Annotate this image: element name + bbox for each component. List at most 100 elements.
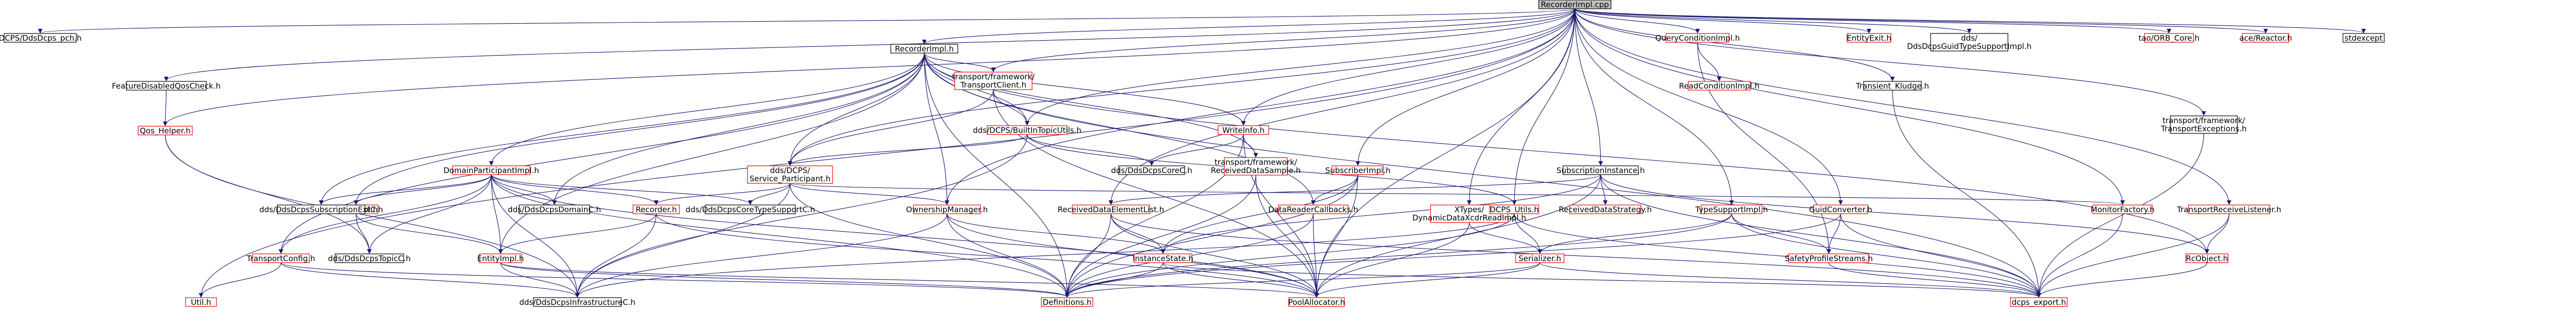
node-box [1666,33,1730,43]
node-receiveddata_strategy[interactable]: ReceivedDataStrategy.h [1559,204,1652,214]
edge-subscriberimpl-to-instancestate [1160,174,1358,254]
node-box [479,253,522,263]
node-rcobject[interactable]: RcObject.h [2185,253,2229,263]
node-box [185,297,217,307]
node-instancestate[interactable]: InstanceState.h [1133,253,1193,263]
node-dcps_utils[interactable]: DCPS_Utils.h [1489,204,1539,215]
edge-receiveddata_sample-to-definitions [1065,175,1256,298]
edge-qos_helper-to-ddsdcps_infrastructure [164,134,580,298]
edge-ownershipmanager-to-ddsdcps_infrastructure [575,213,948,298]
node-label: dds/DdsDcpsSubscriptionExtC.h [259,205,383,214]
node-ownershipmanager[interactable]: OwnershipManager.h [906,204,988,214]
edge-dcps_service_participant-to-ddsdcps_core_typesupport [748,183,791,205]
node-box [1224,157,1288,176]
node-transport_exceptions[interactable]: transport/framework/TransportExceptions.… [2160,115,2247,134]
node-dcps_export[interactable]: dcps_export.h [2010,297,2068,307]
node-receiveddata_elementlist[interactable]: ReceivedDataElementList.h [1058,204,1165,214]
node-label: EntityImpl.h [477,254,524,263]
edge-transport_receive_listener-to-rcobject [2204,213,2230,254]
edge-receiveddata_sample-to-poolallocator [1255,175,1319,298]
node-ddsdcps_infrastructure[interactable]: dds/DdsDcpsInfrastructureC.h [519,297,636,307]
node-definitions[interactable]: Definitions.h [1041,297,1093,307]
node-entityimpl[interactable]: EntityImpl.h [477,253,524,263]
edge-root-to-transient_kludge [1574,8,1895,81]
node-domainparticipantimpl[interactable]: DomainParticipantImpl.h [443,165,539,175]
edge-subscriptioninstance-to-poolallocator [1314,174,1601,298]
node-dcps_pch[interactable]: DCPS/DdsDcps_pch.h [0,33,81,43]
node-dcps_service_participant[interactable]: dds/DCPS/Service_Participant.h [747,165,833,184]
edge-recorder_h-to-ddsdcps_infrastructure [575,213,657,298]
node-querycondition[interactable]: QueryConditionImpl.h [1655,33,1740,43]
node-ddsdcps_core_typesupport[interactable]: dds/DdsDcpsCoreTypeSupportC.h [686,204,815,214]
node-entityexit[interactable]: EntityExit.h [1847,33,1891,43]
node-ddsdcps_core[interactable]: dds/DdsDcpsCoreC.h [1111,165,1192,175]
node-util_h[interactable]: Util.h [185,297,217,307]
node-receiveddata_sample[interactable]: transport/framework/ReceivedDataSample.h [1211,157,1301,176]
node-builtin_topic_utils[interactable]: dds/DCPS/BuiltInTopicUtils.h [973,125,1082,135]
node-box [2010,297,2068,307]
node-stdexcept[interactable]: stdexcept [2342,33,2385,43]
edge-builtin_topic_utils-to-dcps_service_participant [788,134,1028,166]
node-ddsdcps_guid_typesupport[interactable]: dds/DdsDcpsGuidTypeSupportImpl.h [1907,33,2032,52]
edge-transport_client-to-poolallocator [993,89,1319,298]
node-box [1847,33,1891,43]
node-box [1538,0,1611,9]
node-box [138,126,193,135]
edge-root-to-ddsdcps_guid_typesupport [1574,8,1972,33]
edge-transport_receive_listener-to-dcps_export [2036,213,2230,298]
edge-monitorfactory-to-dcps_export [2036,213,2123,298]
edge-domainparticipantimpl-to-transportconfig [278,174,492,254]
node-transient_kludge[interactable]: Transient_Kludge.h [1855,81,1929,91]
node-monitorfactory[interactable]: MonitorFactory.h [2091,204,2155,214]
node-recorderimpl_h[interactable]: RecorderImpl.h [890,44,958,54]
edge-xtypes_dynamic-to-serializer [1469,222,1542,254]
node-label: DCPS_Utils.h [1490,205,1539,215]
node-ddsdcps_topic[interactable]: dds/DdsDcpsTopicC.h [328,253,411,263]
edge-querycondition-to-safetyprofilestreams [1697,42,1831,254]
node-label: MonitorFactory.h [2091,205,2155,214]
node-guidconverter[interactable]: GuidConverter.h [1809,204,1872,214]
node-subscriberimpl[interactable]: SubscriberImpl.h [1325,165,1391,175]
node-safetyprofilestreams[interactable]: SafetyProfileStreams.h [1785,253,1873,263]
node-transport_receive_listener[interactable]: TransportReceiveListener.h [2176,204,2281,214]
node-box [2342,33,2385,43]
edge-recorderimpl_h-to-transportconfig [278,53,925,254]
node-label: TypeSupportImpl.h [1695,205,1768,214]
node-ddsdcps_domain[interactable]: dds/DdsDcpsDomainC.h [508,204,601,214]
node-tao_orb_core[interactable]: tao/ORB_Core.h [2138,33,2200,43]
edge-transportconfig-to-definitions [280,262,1070,298]
edge-recorderimpl_h-to-receiveddata_sample [924,53,1258,158]
edge-root-to-tao_orb_core [1574,8,2171,33]
edge-recorderimpl_h-to-definitions [924,53,1070,298]
edge-root-to-builtin_topic_utils [1025,8,1575,126]
node-box [1218,125,1269,135]
node-box [1489,204,1539,214]
node-transport_client[interactable]: transport/framework/TransportClient.h [952,72,1035,90]
edge-root-to-qos_helper [163,8,1575,126]
node-ace_reactor[interactable]: ace/Reactor.h [2239,33,2292,43]
node-label: GuidConverter.h [1809,205,1872,214]
node-transportconfig[interactable]: TransportConfig.h [246,253,315,263]
node-box [1515,253,1565,263]
node-ddsdcps_subscription_ext[interactable]: dds/DdsDcpsSubscriptionExtC.h [259,204,383,214]
node-subscriptioninstance[interactable]: SubscriptionInstance.h [1556,165,1645,175]
node-label: ReceivedDataElementList.h [1058,205,1165,214]
edge-subscriptioninstance-to-instancestate [1160,174,1601,254]
node-box [1332,165,1384,175]
node-featuredisabled[interactable]: FeatureDisabledQosCheck.h [112,81,221,91]
edge-domainparticipantimpl-to-topicimpl [354,174,492,205]
node-poolallocator[interactable]: PoolAllocator.h [1288,297,1345,307]
node-box [2185,253,2229,263]
node-box [1134,253,1192,263]
edge-entityimpl-to-poolallocator [500,262,1319,298]
node-readcondition[interactable]: ReadConditionImpl.h [1679,81,1759,91]
node-qos_helper[interactable]: Qos_Helper.h [138,126,193,136]
node-recorder_h[interactable]: Recorder.h [633,204,680,214]
node-datareadercallbacks[interactable]: DataReaderCallbacks.h [1268,204,1358,214]
node-root[interactable]: RecorderImpl.cpp [1538,0,1611,9]
node-writeinfo[interactable]: WriteInfo.h [1218,125,1269,135]
edge-transportconfig-to-util_h [198,262,281,298]
node-typesupportimpl[interactable]: TypeSupportImpl.h [1695,204,1768,214]
node-box [1688,81,1751,91]
node-serializer[interactable]: Serializer.h [1515,253,1565,263]
